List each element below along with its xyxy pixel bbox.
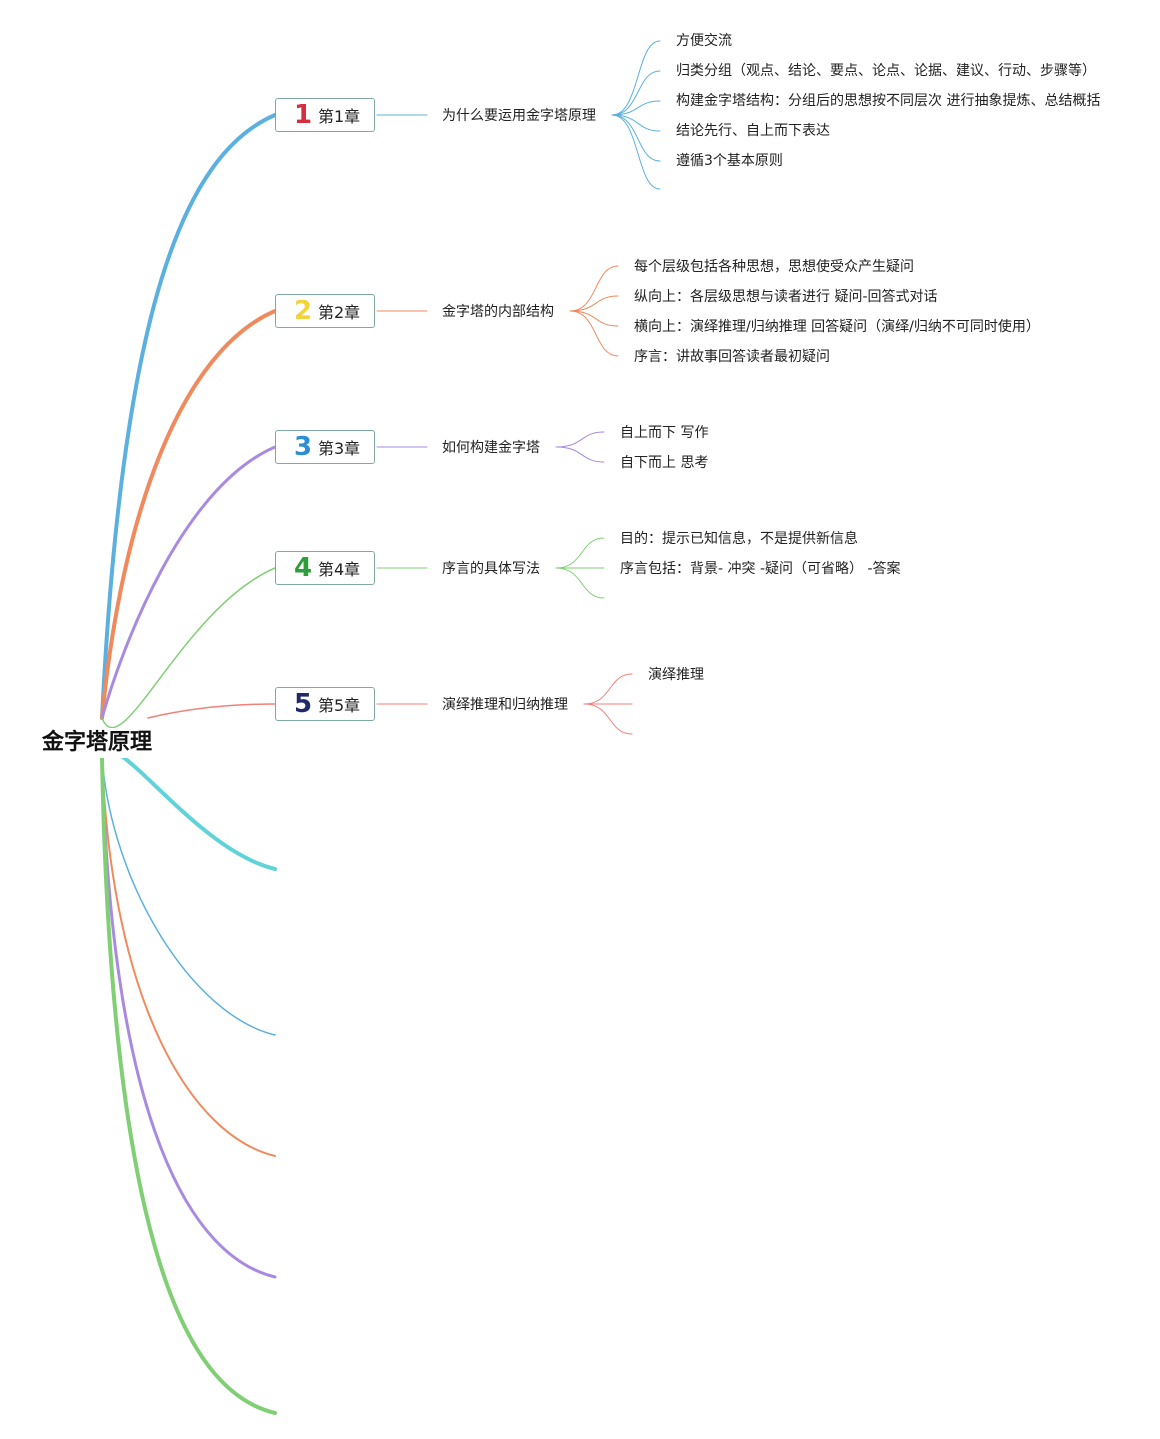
main-branches: [100, 113, 277, 1415]
chapter-number-icon: 5: [293, 689, 313, 719]
topic-leaf-line: [569, 310, 619, 357]
leaf-node[interactable]: 纵向上：各层级思想与读者进行 疑问-回答式对话: [634, 289, 938, 305]
leaf-node[interactable]: 方便交流: [676, 33, 732, 49]
topic-leaf-line: [611, 114, 661, 162]
topic-leaf-line: [611, 114, 661, 132]
topic-node-5[interactable]: 演绎推理和归纳推理: [442, 697, 568, 713]
topic-leaf-line: [569, 265, 619, 312]
main-branch-line: [100, 445, 277, 720]
main-branch-line: [100, 113, 277, 720]
leaf-node[interactable]: 序言包括：背景- 冲突 -疑问（可省略） -答案: [620, 561, 901, 577]
topic-leaf-line: [611, 40, 661, 116]
chapter-label: 第1章: [318, 107, 361, 126]
topic-leaf-line: [569, 310, 619, 327]
topic-leaf-line: [611, 70, 661, 116]
sub-branches: [376, 40, 661, 735]
chapter-number-icon: 1: [293, 100, 313, 130]
topic-node-1[interactable]: 为什么要运用金字塔原理: [442, 108, 596, 124]
main-branch-line: [100, 309, 277, 720]
topic-leaf-line: [555, 446, 605, 463]
collapsed-branch-line: [100, 756, 277, 1415]
main-branch-line: [101, 567, 276, 729]
leaf-node[interactable]: 自上而下 写作: [620, 425, 709, 441]
topic-node-4[interactable]: 序言的具体写法: [442, 561, 540, 577]
chapter-node-3[interactable]: 3 第3章: [275, 430, 375, 464]
collapsed-branch-line: [100, 756, 277, 1279]
leaf-node[interactable]: 横向上：演绎推理/归纳推理 回答疑问（演绎/归纳不可同时使用）: [634, 319, 1040, 335]
leaf-node[interactable]: 遵循3个基本原则: [676, 153, 783, 169]
topic-leaf-line: [583, 703, 633, 735]
leaf-node[interactable]: 结论先行、自上而下表达: [676, 123, 830, 139]
chapter-node-1[interactable]: 1 第1章: [275, 98, 375, 132]
leaf-node[interactable]: 目的：提示已知信息，不是提供新信息: [620, 531, 858, 547]
topic-leaf-line: [569, 295, 619, 312]
topic-leaf-line: [611, 100, 661, 116]
topic-leaf-line: [555, 567, 605, 599]
chapter-number-icon: 3: [293, 432, 313, 462]
chapter-label: 第3章: [318, 439, 361, 458]
leaf-node[interactable]: 归类分组（观点、结论、要点、论点、论据、建议、行动、步骤等）: [676, 63, 1096, 79]
chapter-label: 第2章: [318, 303, 361, 322]
chapter-label: 第5章: [318, 696, 361, 715]
chapter-node-2[interactable]: 2 第2章: [275, 294, 375, 328]
leaf-node[interactable]: 演绎推理: [648, 667, 704, 683]
collapsed-branch-line: [101, 757, 276, 1157]
root-node[interactable]: 金字塔原理: [40, 728, 155, 758]
leaf-node[interactable]: 构建金字塔结构：分组后的思想按不同层次 进行抽象提炼、总结概括: [676, 93, 1101, 109]
topic-leaf-line: [555, 537, 605, 569]
main-branch-line: [147, 703, 276, 719]
leaf-node[interactable]: 序言：讲故事回答读者最初疑问: [634, 349, 830, 365]
topic-node-3[interactable]: 如何构建金字塔: [442, 440, 540, 456]
leaf-node[interactable]: 每个层级包括各种思想，思想使受众产生疑问: [634, 259, 914, 275]
topic-leaf-line: [583, 673, 633, 705]
chapter-node-4[interactable]: 4 第4章: [275, 551, 375, 585]
chapter-number-icon: 4: [293, 553, 313, 583]
collapsed-branch-line: [100, 748, 277, 871]
chapter-number-icon: 2: [293, 296, 313, 326]
topic-leaf-line: [611, 114, 661, 190]
chapter-node-5[interactable]: 5 第5章: [275, 687, 375, 721]
topic-leaf-line: [555, 431, 605, 448]
chapter-label: 第4章: [318, 560, 361, 579]
leaf-node[interactable]: 自下而上 思考: [620, 455, 709, 471]
topic-node-2[interactable]: 金字塔的内部结构: [442, 304, 554, 320]
collapsed-branch-line: [101, 757, 276, 1036]
